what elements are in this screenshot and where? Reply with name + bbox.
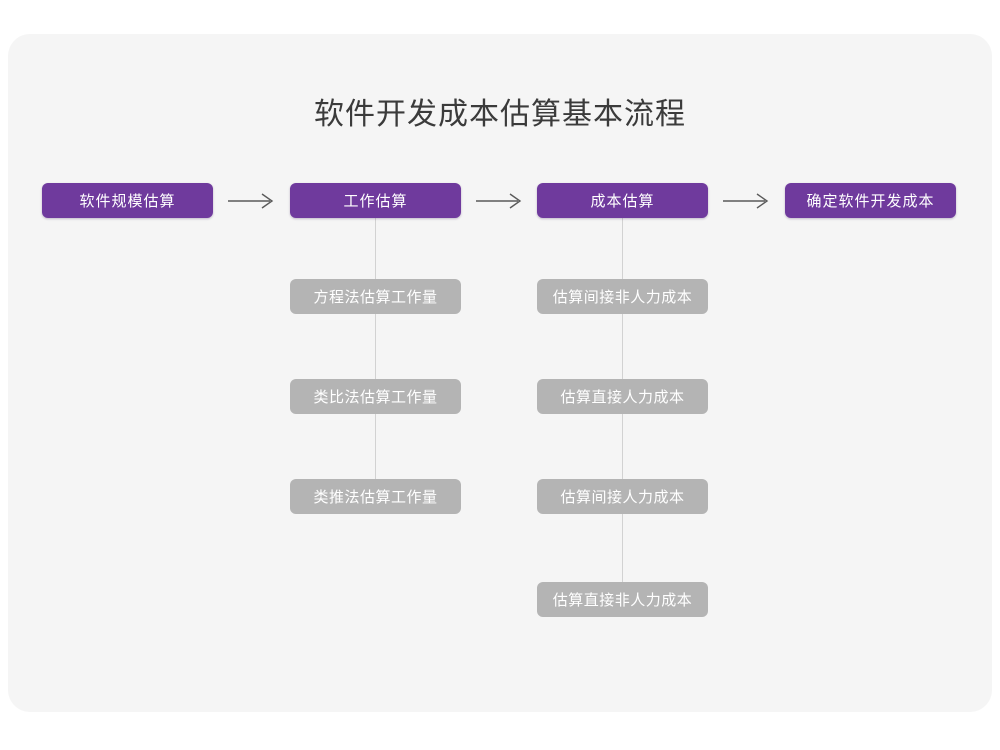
node-label: 估算直接非人力成本 <box>552 592 693 609</box>
node-inference-method-effort[interactable]: 类推法估算工作量 <box>290 479 461 514</box>
node-label: 软件规模估算 <box>79 193 176 210</box>
node-label: 成本估算 <box>590 193 655 210</box>
node-label: 类推法估算工作量 <box>313 489 438 506</box>
node-label: 估算间接非人力成本 <box>552 289 693 306</box>
node-label: 估算直接人力成本 <box>560 389 685 406</box>
node-label: 估算间接人力成本 <box>560 489 685 506</box>
node-software-size-estimation[interactable]: 软件规模估算 <box>42 183 213 218</box>
node-indirect-labor-cost[interactable]: 估算间接人力成本 <box>537 479 708 514</box>
node-label: 确定软件开发成本 <box>806 193 935 210</box>
node-equation-method-effort[interactable]: 方程法估算工作量 <box>290 279 461 314</box>
node-label: 工作估算 <box>343 193 408 210</box>
arrow-right-icon-2 <box>474 190 526 212</box>
node-cost-estimation[interactable]: 成本估算 <box>537 183 708 218</box>
node-determine-development-cost[interactable]: 确定软件开发成本 <box>785 183 956 218</box>
node-direct-labor-cost[interactable]: 估算直接人力成本 <box>537 379 708 414</box>
node-analogy-method-effort[interactable]: 类比法估算工作量 <box>290 379 461 414</box>
arrow-right-icon-1 <box>226 190 278 212</box>
node-label: 方程法估算工作量 <box>313 289 438 306</box>
arrow-right-icon-3 <box>721 190 773 212</box>
node-indirect-non-labor-cost[interactable]: 估算间接非人力成本 <box>537 279 708 314</box>
diagram-title: 软件开发成本估算基本流程 <box>314 98 686 131</box>
node-direct-non-labor-cost[interactable]: 估算直接非人力成本 <box>537 582 708 617</box>
node-label: 类比法估算工作量 <box>313 389 438 406</box>
branch-connector-work-estimation <box>375 217 376 501</box>
diagram-card <box>8 34 992 712</box>
node-work-estimation[interactable]: 工作估算 <box>290 183 461 218</box>
